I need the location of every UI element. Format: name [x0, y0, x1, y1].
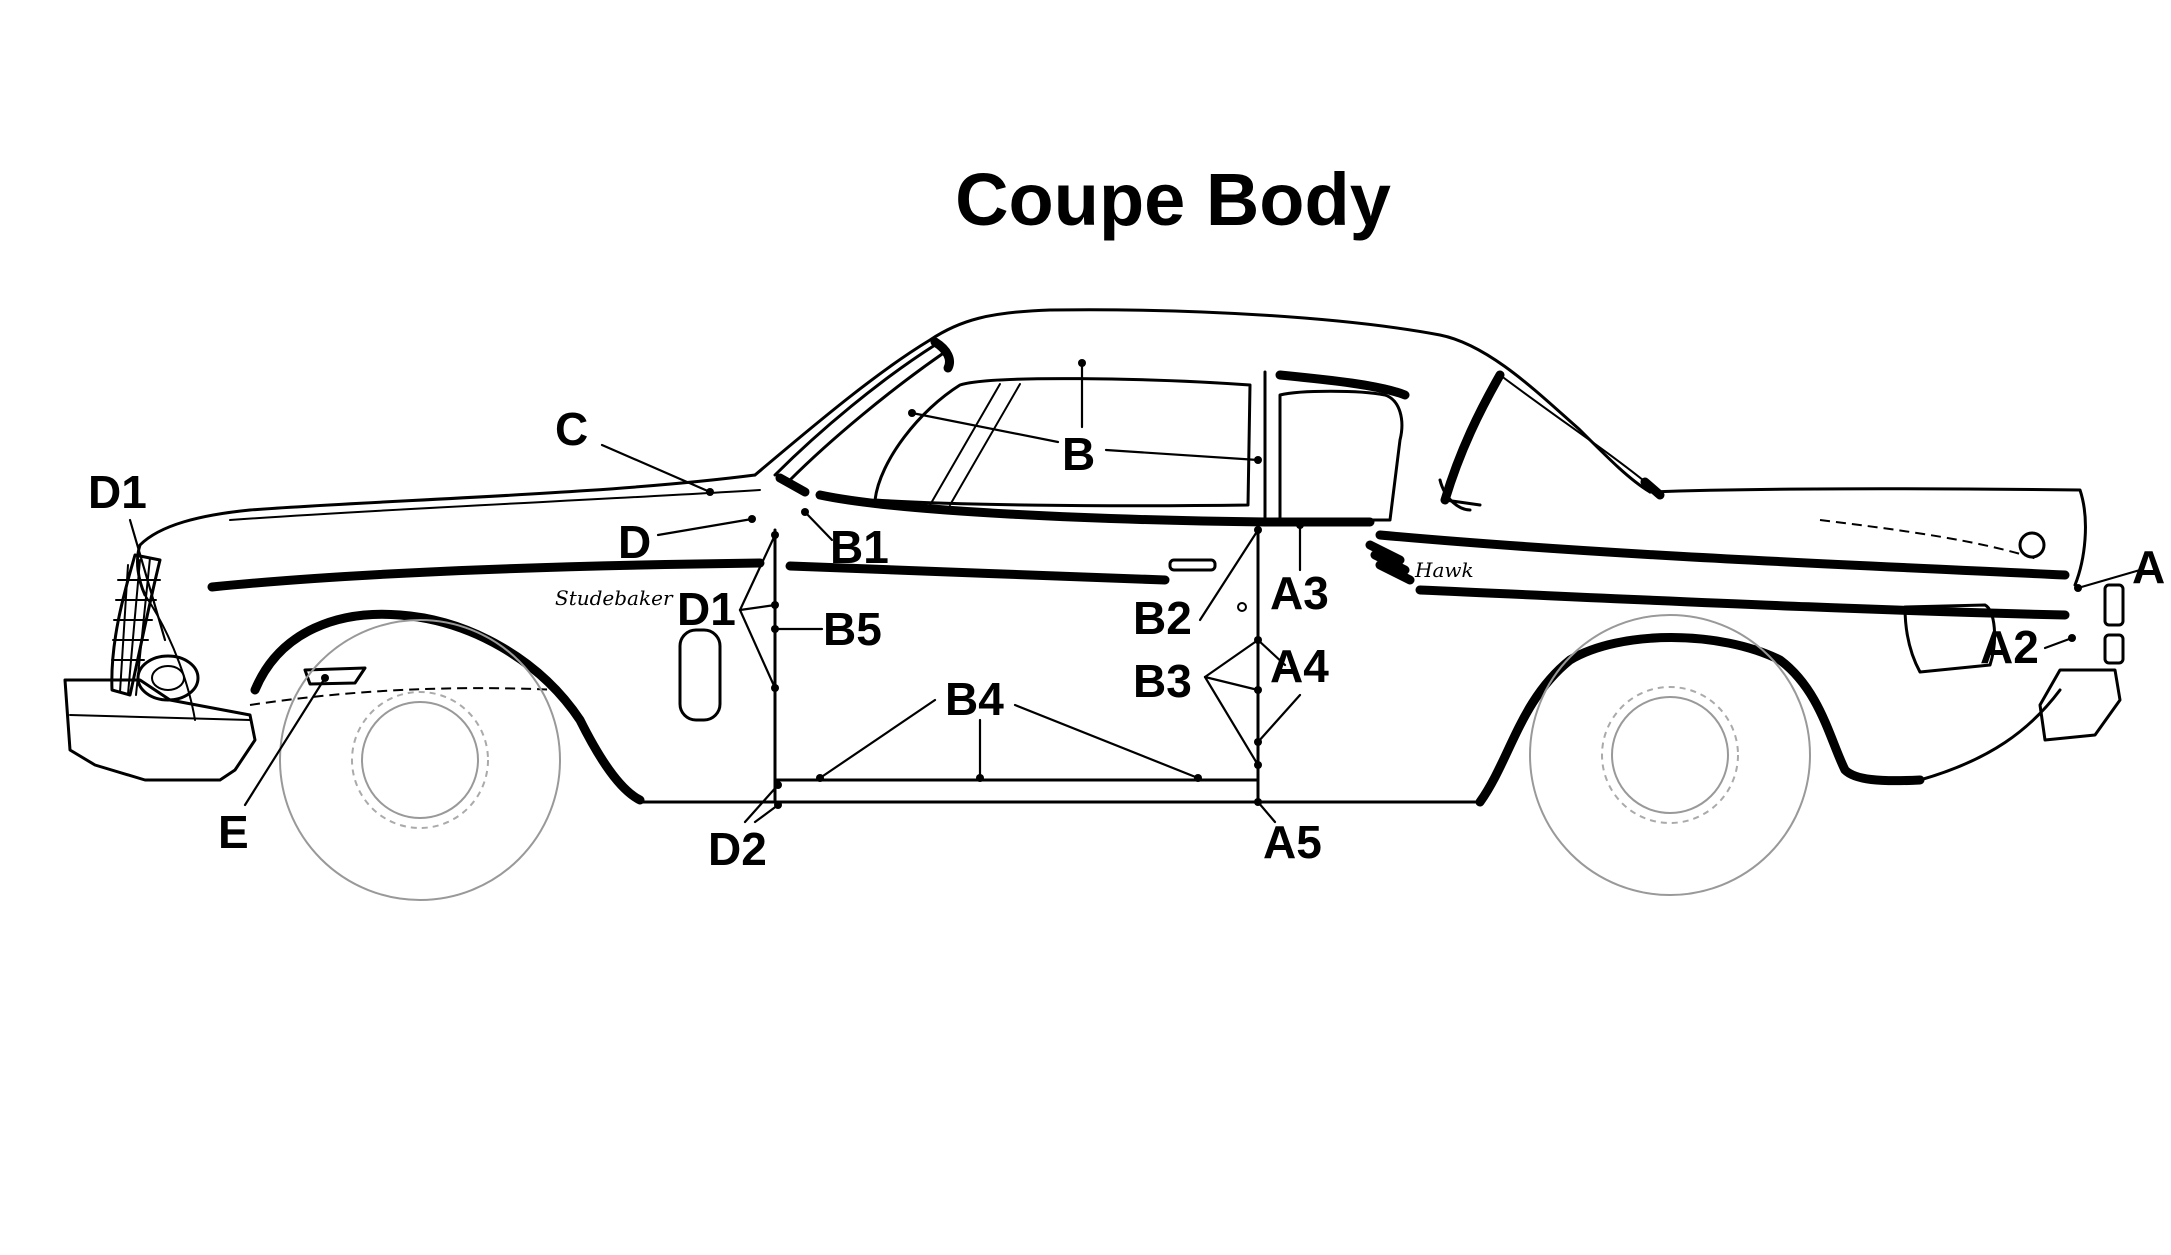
callout-a3: A3: [1270, 567, 1329, 619]
headlight: [136, 654, 200, 702]
callout-d1-front: D1: [88, 466, 147, 518]
callout-d2: D2: [708, 823, 767, 875]
studebaker-emblem: Studebaker: [555, 586, 674, 610]
callout-b5: B5: [823, 603, 882, 655]
fender-vent: [678, 628, 722, 722]
hawk-emblem: Hawk: [1414, 558, 1474, 582]
callout-labels: C D1 D B1 B D1 B5 B2 A3 B3 A4 B4 D2 A5 E…: [88, 403, 2165, 875]
door-outline: [773, 523, 1260, 802]
fin-emblem: [2018, 531, 2046, 559]
side-spear-trim: [207, 530, 2070, 620]
callout-b3: B3: [1133, 655, 1192, 707]
callout-a5: A5: [1263, 816, 1322, 868]
rear-wheel: [1529, 614, 1811, 896]
diagram-title: Coupe Body: [955, 158, 1391, 241]
callout-b1: B1: [830, 521, 889, 573]
callout-b4: B4: [945, 673, 1004, 725]
callout-a4: A4: [1270, 640, 1329, 692]
leader-lines: [128, 359, 2142, 824]
callout-b: B: [1062, 428, 1095, 480]
car-outline: [63, 308, 2125, 807]
callout-d1-door: D1: [677, 583, 736, 635]
belt-trim: [815, 490, 1375, 527]
callout-a2: A2: [1980, 621, 2039, 673]
windows: [773, 337, 1665, 527]
callout-e: E: [218, 806, 249, 858]
fuel-door: [1903, 603, 1996, 674]
callout-b2: B2: [1133, 592, 1192, 644]
door-handle: [1168, 558, 1217, 572]
callout-d: D: [618, 516, 651, 568]
callout-c: C: [555, 403, 588, 455]
callout-a: A: [2132, 541, 2165, 593]
front-wheel: [279, 619, 561, 901]
